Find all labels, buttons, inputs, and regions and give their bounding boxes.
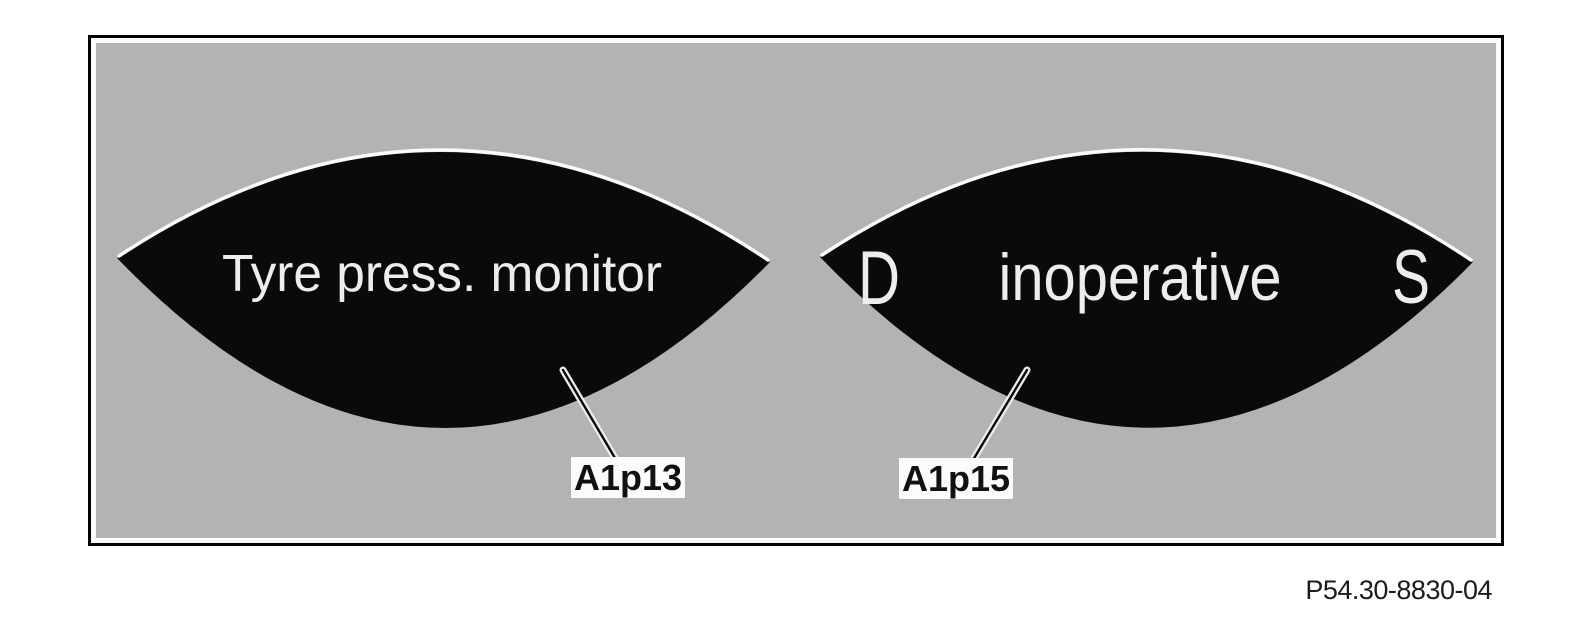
component-label-a1p13: A1p13 [571, 457, 685, 498]
component-label-a1p15: A1p15 [899, 458, 1013, 499]
right-display-right-indicator: S [1392, 235, 1430, 320]
right-display-message: inoperative [999, 240, 1282, 314]
right-display-lens [820, 151, 1473, 428]
right-lens-highlight [820, 148, 1473, 262]
leader-line-a1p15 [969, 366, 1031, 464]
left-display-message: Tyre press. monitor [222, 245, 662, 303]
right-display-left-indicator: D [858, 236, 900, 321]
left-display-lens [117, 151, 770, 429]
left-lens-highlight [117, 148, 770, 262]
leader-line-a1p13 [559, 366, 619, 462]
figure-code: P54.30-8830-04 [1305, 575, 1492, 605]
